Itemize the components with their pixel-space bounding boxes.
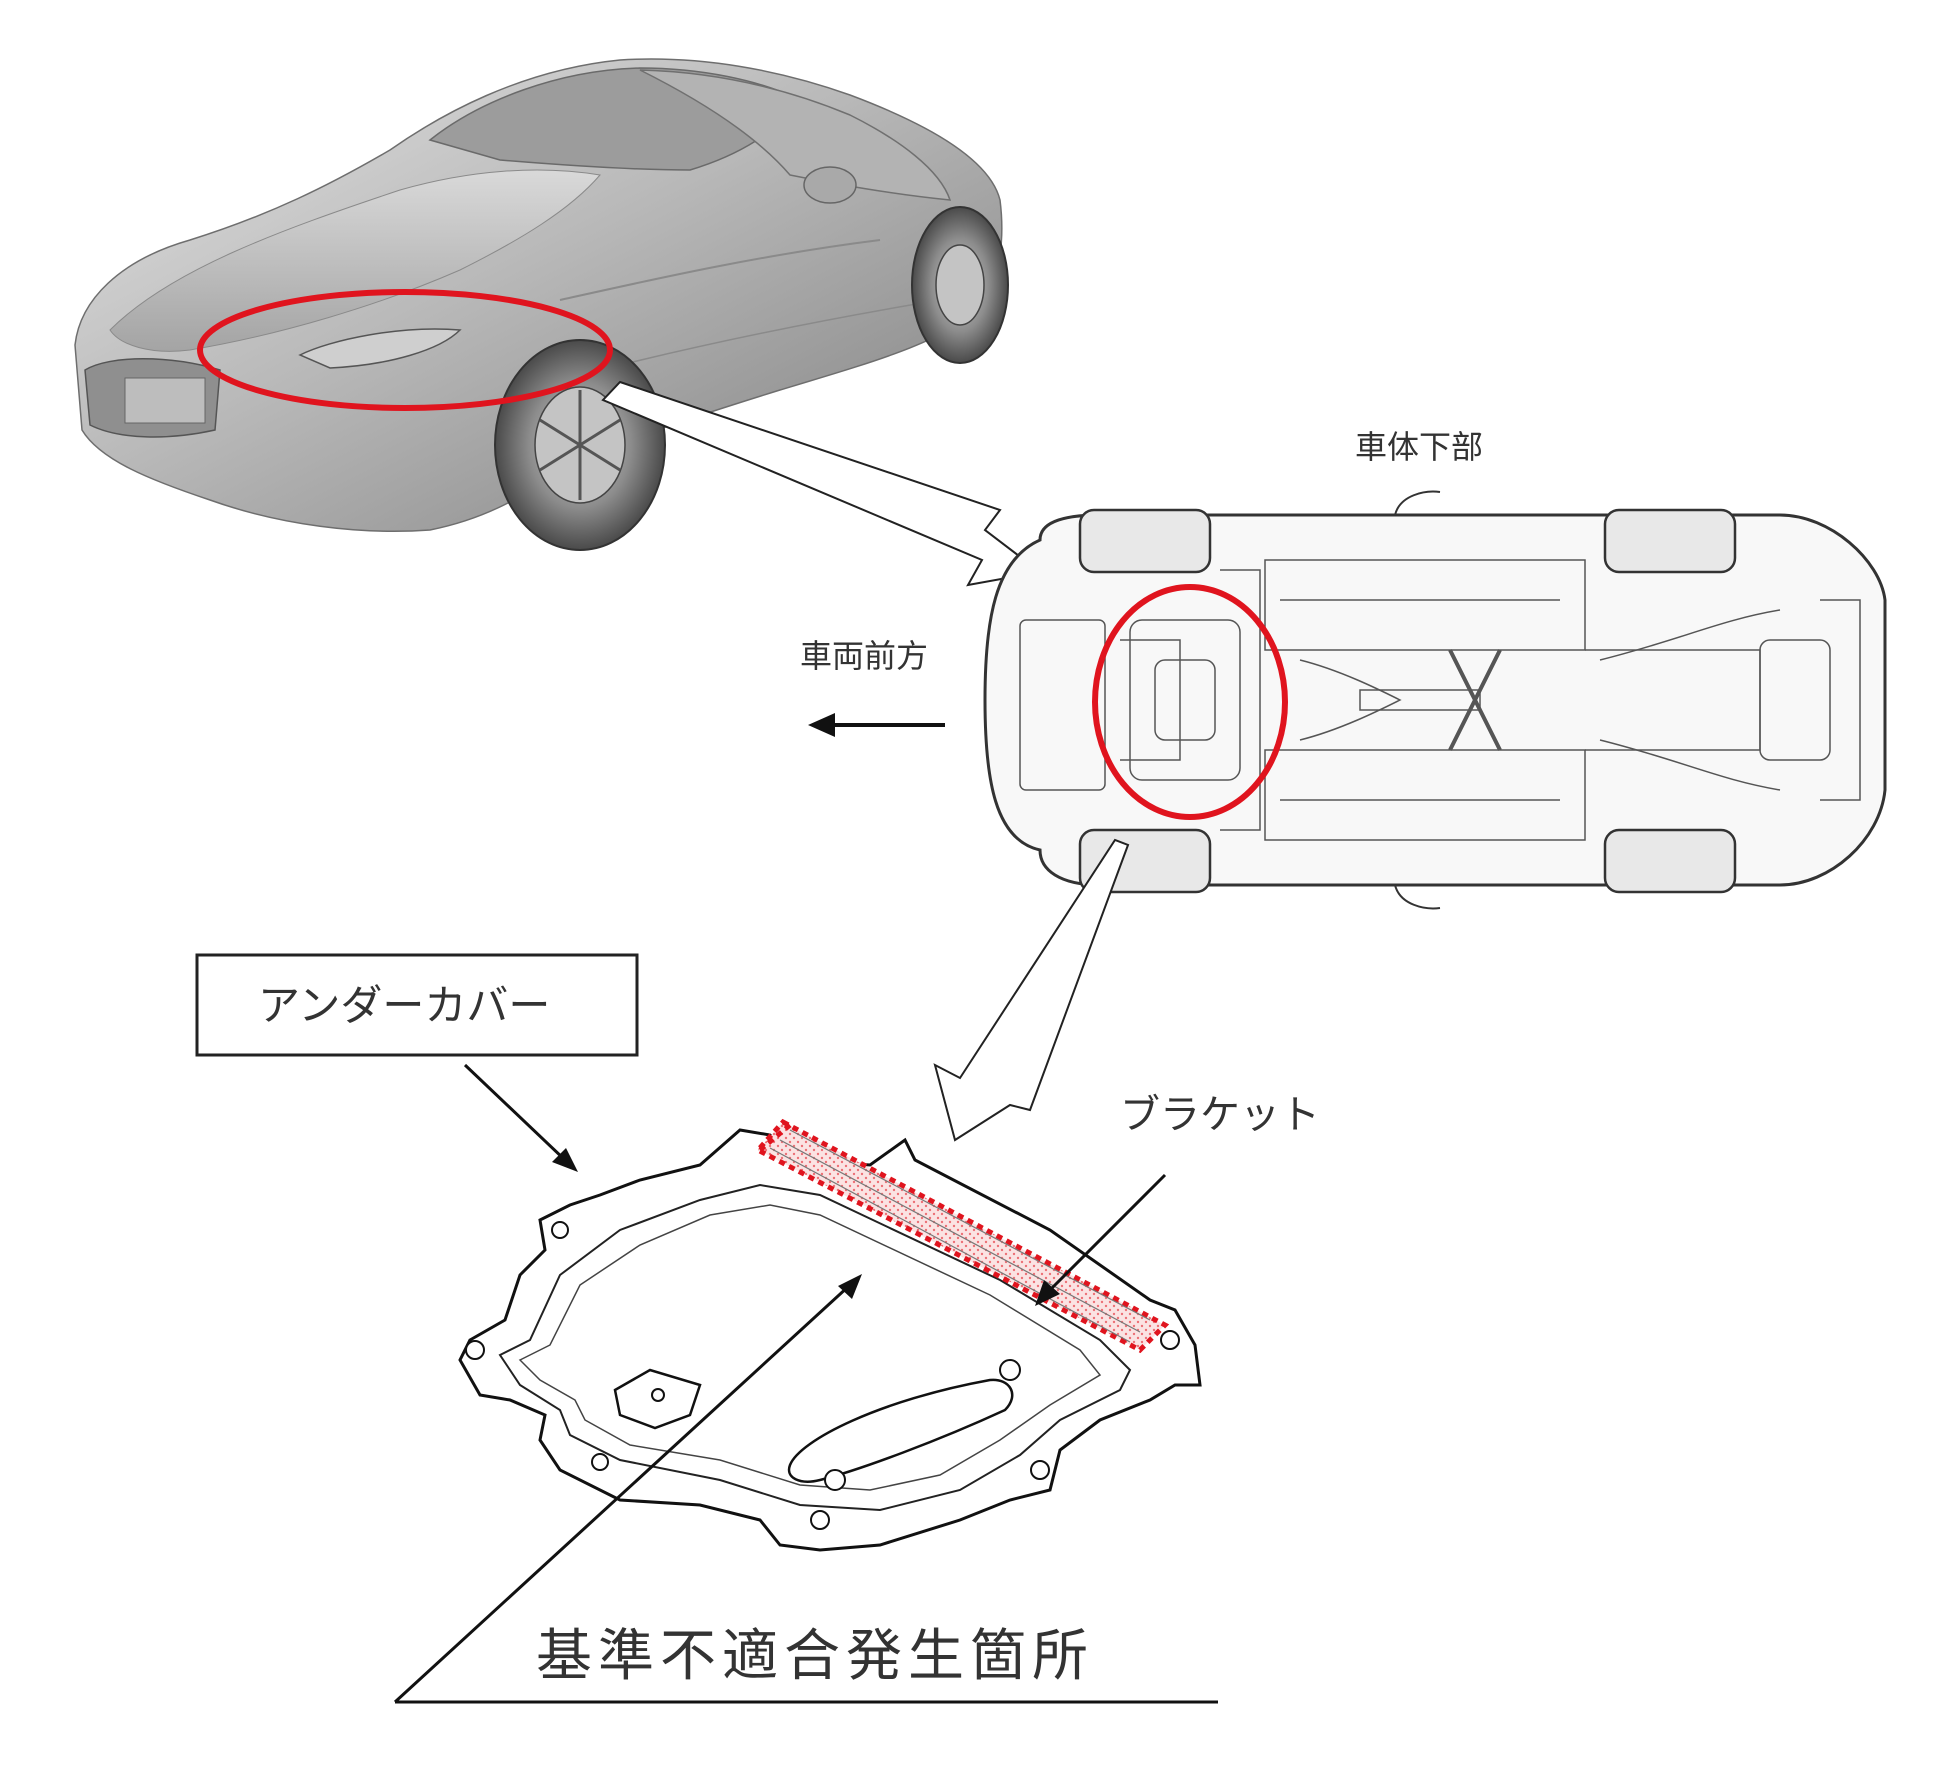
underbody-wheel-rl (1603, 508, 1737, 574)
under-cover-outline (458, 1128, 1202, 1552)
label-under-cover: アンダーカバー (258, 981, 550, 1030)
car-hood (109, 169, 601, 352)
label-nonconformity-location: 基準不適合発生箇所 (536, 1624, 1094, 1689)
arrow-underbody-to-cover (933, 838, 1130, 1142)
license-plate (124, 377, 206, 424)
label-vehicle-front: 車両前方 (800, 637, 928, 675)
cover-recess (613, 1368, 702, 1430)
under-cover-figure: アンダーカバー (195, 953, 1320, 1704)
underbody-wheel-rr (1603, 828, 1737, 894)
label-underbody: 車体下部 (1355, 428, 1483, 466)
underbody-wheel-fl (1078, 508, 1212, 574)
headlight (298, 328, 462, 369)
car-perspective-figure (74, 58, 1009, 551)
car-highlight-ellipse (197, 289, 613, 411)
underbody-figure: 車体下部 (983, 428, 1887, 910)
label-bracket: ブラケット (1120, 1092, 1320, 1138)
front-arrowhead (808, 713, 835, 737)
underbody-structure (1019, 559, 1861, 841)
side-mirror (803, 166, 857, 204)
bracket-highlight-region (753, 1118, 1170, 1354)
under-cover-label-box (195, 953, 639, 1057)
vehicle-front-indicator: 車両前方 (800, 637, 945, 737)
car-roof (639, 69, 952, 201)
underbody-highlight-circle (1092, 584, 1288, 820)
arrow-car-to-underbody (601, 380, 1043, 587)
cover-slot (787, 1378, 1014, 1483)
